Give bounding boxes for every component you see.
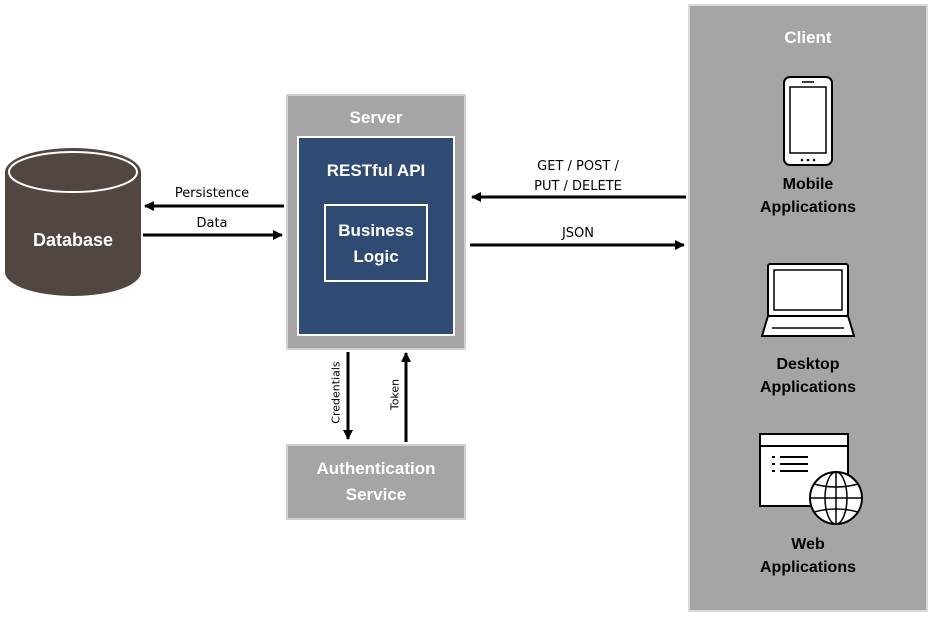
business-logic-label: Business Logic xyxy=(338,221,414,266)
desktop-applications-label: Desktop Applications xyxy=(759,356,856,396)
server-title: Server xyxy=(349,108,403,127)
credentials-label: Credentials xyxy=(329,361,343,424)
client-title: Client xyxy=(784,28,832,47)
mobile-phone-icon xyxy=(783,76,833,166)
database-cylinder-icon xyxy=(5,148,141,296)
request-label: GET / POST / PUT / DELETE xyxy=(534,159,622,194)
data-label: Data xyxy=(196,216,228,231)
restful-api-title: RESTful API xyxy=(326,161,426,180)
persistence-label: Persistence xyxy=(174,186,250,201)
web-applications-label: Web Applications xyxy=(759,536,856,576)
restful-api-box xyxy=(297,136,455,336)
json-label: JSON xyxy=(561,226,595,241)
mobile-applications-label: Mobile Applications xyxy=(759,176,856,216)
authentication-service-box xyxy=(286,444,466,520)
authentication-service-label: Authentication Service xyxy=(316,459,436,504)
database-label: Database xyxy=(32,230,114,250)
web-browser-globe-icon xyxy=(759,433,863,525)
business-logic-box xyxy=(324,204,428,282)
token-label: Token xyxy=(388,378,402,411)
laptop-icon xyxy=(760,263,856,337)
